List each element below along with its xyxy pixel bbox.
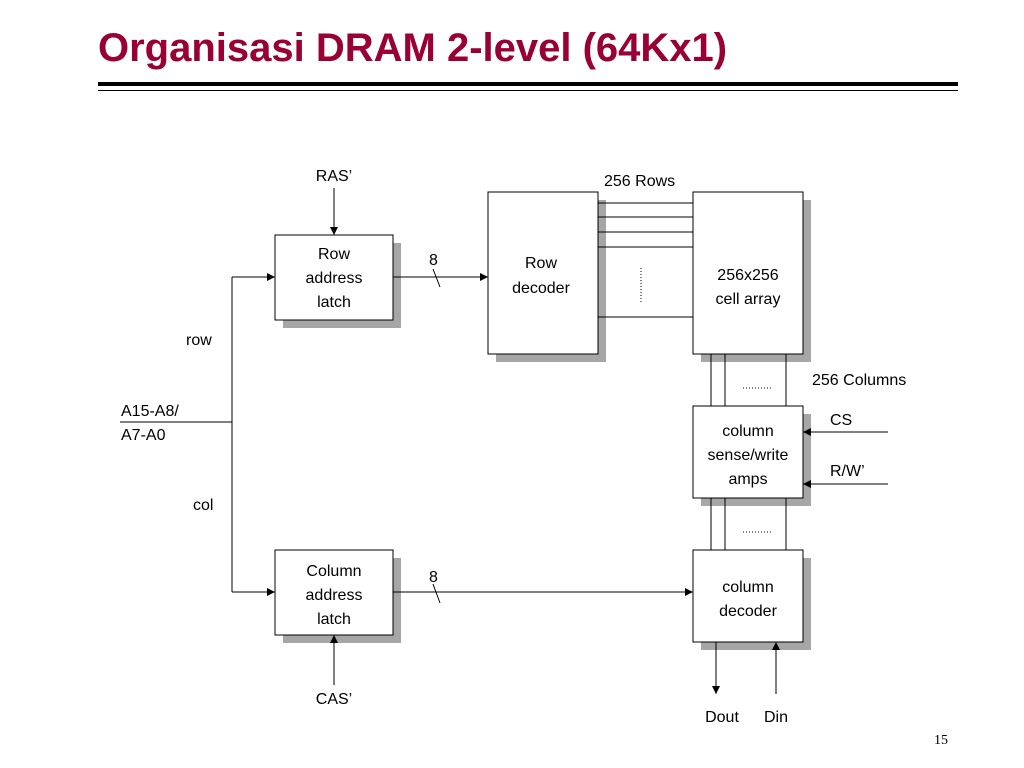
row-bus-width-label: 8	[429, 252, 438, 269]
sense-amps-block: column sense/write amps	[692, 405, 811, 506]
slide-title: Organisasi DRAM 2-level (64Kx1)	[98, 26, 728, 70]
row-decoder-block: Row decoder	[487, 191, 606, 362]
row-latch-label-line2: address	[306, 270, 363, 287]
sense-amps-label-line3: amps	[728, 471, 767, 488]
column-decoder-label-line2: decoder	[719, 603, 777, 620]
column-lines-upper	[710, 354, 787, 406]
cell-array-label-line2: cell array	[716, 291, 781, 308]
sense-amps-label-line1: column	[722, 423, 774, 440]
rows-label: 256 Rows	[604, 173, 675, 190]
title-rule-thick	[98, 82, 958, 86]
row-decoder-label-line1: Row	[525, 255, 557, 272]
column-decoder-block: column decoder	[692, 549, 811, 650]
column-decoder-box	[692, 549, 804, 643]
col-latch-label-line2: address	[306, 587, 363, 604]
row-latch-label-line1: Row	[318, 246, 350, 263]
cell-array-box	[692, 191, 804, 355]
cell-array-label-line1: 256x256	[717, 267, 778, 284]
row-lines	[598, 202, 693, 318]
column-lines-lower	[710, 498, 787, 550]
sense-amps-label-line2: sense/write	[708, 447, 789, 464]
column-address-latch-block: Column address latch	[274, 549, 401, 643]
cs-label: CS	[830, 412, 852, 429]
columns-label: 256 Columns	[812, 372, 906, 389]
address-label-line1: A15-A8/	[121, 403, 179, 420]
row-decoder-box	[487, 191, 599, 355]
col-bus-width-slash	[432, 583, 441, 604]
din-label: Din	[764, 709, 788, 726]
col-latch-label-line1: Column	[306, 563, 361, 580]
col-bus-width-label: 8	[429, 569, 438, 586]
row-bus-width-slash	[432, 268, 441, 288]
cas-label: CAS’	[316, 691, 352, 708]
address-bus	[120, 273, 275, 596]
page-number: 15	[934, 733, 948, 748]
title-rule-thin	[98, 90, 958, 91]
dout-label: Dout	[705, 709, 739, 726]
column-decoder-label-line1: column	[722, 579, 774, 596]
address-label-line2: A7-A0	[121, 427, 166, 444]
row-decoder-label-line2: decoder	[512, 280, 570, 297]
row-latch-label-line3: latch	[317, 294, 351, 311]
row-address-latch-block: Row address latch	[274, 234, 401, 328]
sense-amps-box	[692, 405, 804, 499]
rw-label: R/W’	[830, 463, 865, 480]
row-signal-label: row	[186, 332, 212, 349]
col-latch-label-line3: latch	[317, 611, 351, 628]
cell-array-block: 256x256 cell array	[692, 191, 811, 362]
ras-label: RAS’	[316, 168, 352, 185]
col-signal-label: col	[193, 497, 213, 514]
